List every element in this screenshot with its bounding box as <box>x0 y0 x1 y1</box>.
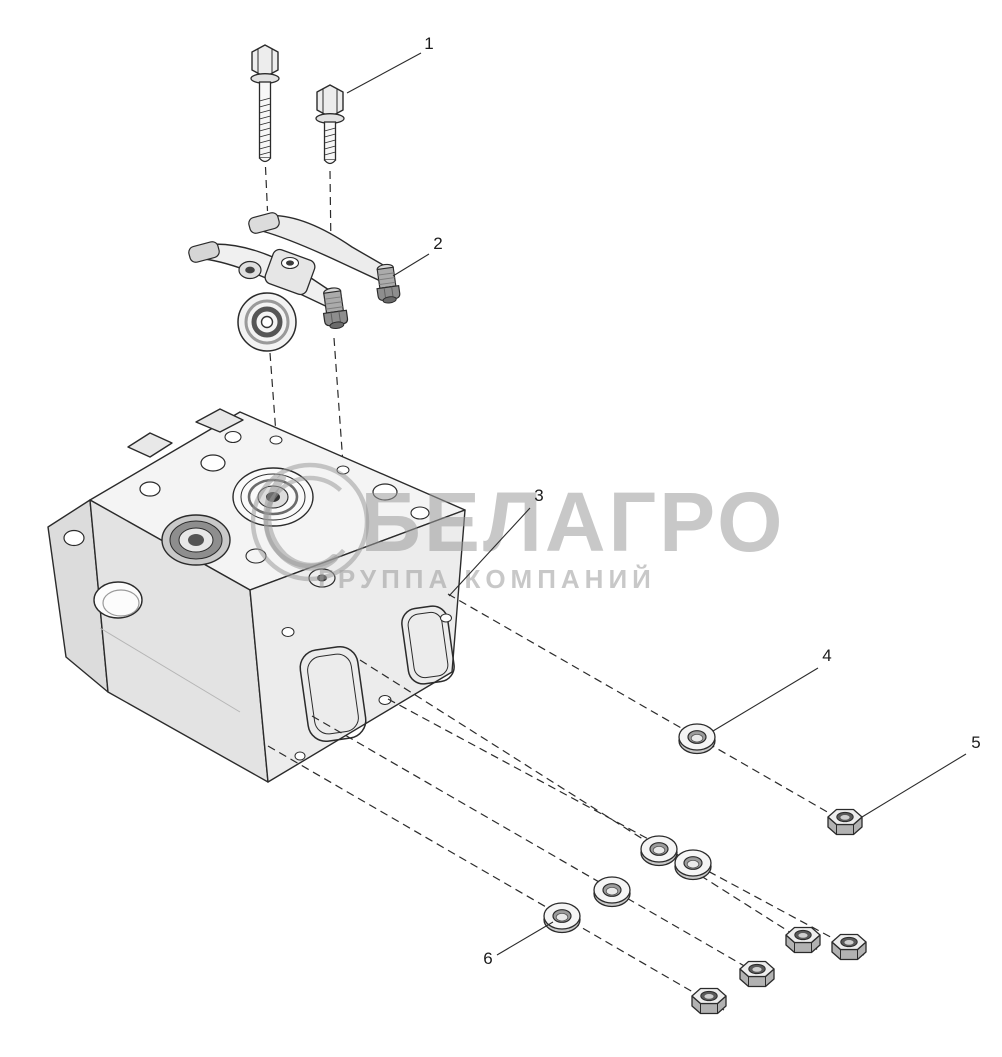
rocker-pad-front <box>188 241 220 263</box>
top-face-hole <box>200 454 226 472</box>
washer-4 <box>678 723 716 755</box>
watermark-subtitle: ГРУППА КОМПАНИЙ <box>318 564 656 594</box>
cast-boss <box>127 432 173 458</box>
watermark-logo <box>250 462 370 582</box>
flange-hole <box>63 529 85 547</box>
top-face-hole <box>224 430 242 444</box>
washer <box>593 876 631 908</box>
rocker-arm-assembly <box>188 212 402 352</box>
casting-line <box>99 627 241 713</box>
valve-tappet-assembly <box>161 514 231 566</box>
stud-axis-line <box>447 593 851 826</box>
cast-boss <box>195 408 244 433</box>
bolt-1 <box>250 44 280 163</box>
callout-2: 2 <box>392 234 443 277</box>
callout-2-label: 2 <box>433 234 442 253</box>
top-face-hole <box>139 481 161 497</box>
watermark: БЕЛАГРО ГРУППА КОМПАНИЙ <box>250 462 786 594</box>
exhaust-port-2 <box>401 605 455 685</box>
face-bolt-hole <box>294 751 306 761</box>
nut-5 <box>827 808 863 836</box>
assembly-axis-line <box>269 352 277 435</box>
exhaust-port-1 <box>299 645 367 743</box>
nut <box>691 987 727 1015</box>
bolt-2 <box>315 84 345 165</box>
assembly-axis-line <box>264 166 269 212</box>
rocker-pivot-stand <box>264 248 316 296</box>
face-bolt-hole <box>281 627 295 637</box>
adjuster-screw-rear <box>373 262 402 305</box>
top-face-hole <box>372 483 398 501</box>
callout-5-label: 5 <box>971 733 980 752</box>
cylinder-head <box>47 408 466 783</box>
callout-3: 3 <box>448 486 544 597</box>
face-bolt-hole <box>440 613 452 623</box>
washer-6 <box>543 902 581 934</box>
callout-3-label: 3 <box>534 486 543 505</box>
bolt-1-threads <box>259 97 271 156</box>
callout-5: 5 <box>861 733 981 818</box>
rocker-boss <box>237 292 297 352</box>
callout-4-label: 4 <box>822 646 831 665</box>
nut <box>831 933 867 961</box>
bolt-2-threads <box>324 127 336 156</box>
callout-4: 4 <box>712 646 832 732</box>
callout-1-label: 1 <box>424 34 433 53</box>
side-port <box>93 581 143 619</box>
callout-1: 1 <box>346 34 434 94</box>
top-face-hole <box>410 506 430 520</box>
stud-axis-line <box>267 745 725 1011</box>
callout-6: 6 <box>483 921 554 968</box>
stud-axis-line <box>311 715 773 983</box>
callout-6-label: 6 <box>483 949 492 968</box>
stud-axis-line <box>359 659 819 951</box>
washer <box>640 835 678 867</box>
adjuster-screw-front <box>319 285 350 331</box>
nut <box>785 926 821 954</box>
assembly-axis-line <box>333 337 344 465</box>
nut <box>739 960 775 988</box>
bolt-boss-hole <box>269 435 283 445</box>
washer <box>674 849 712 881</box>
stud-axis-line <box>387 698 865 956</box>
watermark-title: БЕЛАГРО <box>361 475 786 569</box>
rocker-pad-rear <box>248 212 280 234</box>
